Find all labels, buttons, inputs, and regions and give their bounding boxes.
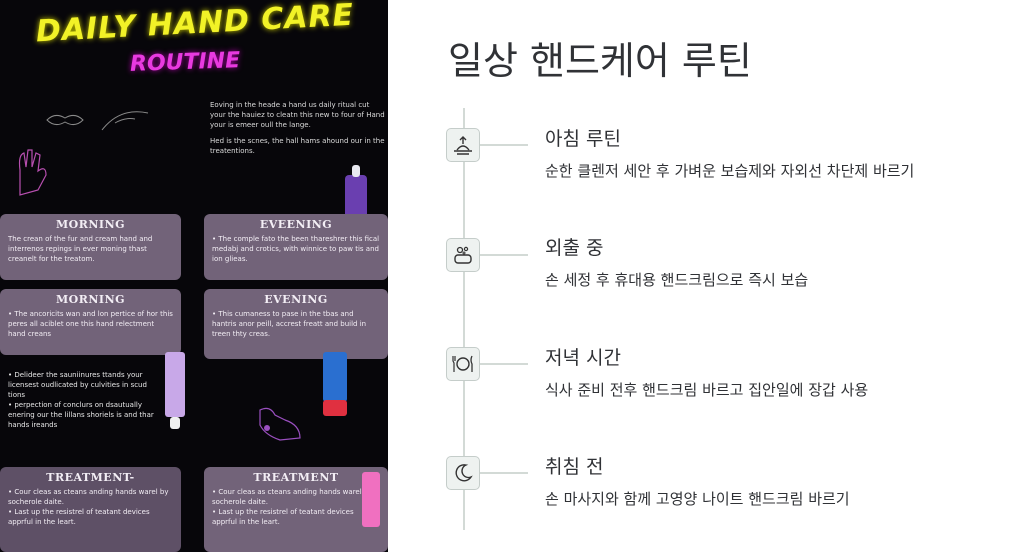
step-description: 식사 준비 전후 핸드크림 바르고 집안일에 장갑 사용 xyxy=(545,381,869,399)
poster-card-text: • The comple fato the been thareshrer th… xyxy=(212,235,380,263)
moon-icon xyxy=(455,464,473,482)
poster-card-text: • Cour cleas as cteans anding hands ware… xyxy=(212,488,372,526)
timeline-line xyxy=(463,108,465,530)
poster-title: DAILY HAND CARE xyxy=(35,0,355,50)
poster-card-text: • Cour cleas as cteans anding hands ware… xyxy=(8,488,169,526)
step-description: 순한 클렌저 세안 후 가벼운 보습제와 자외선 차단제 바르기 xyxy=(545,162,915,180)
poster-card: EVENING • This cumaness to pase in the t… xyxy=(204,289,388,359)
timeline-node xyxy=(446,128,480,162)
poster-card-text: • The ancoricits wan and lon pertice of … xyxy=(8,310,173,338)
timeline-connector xyxy=(480,254,528,256)
bottle-pump-image xyxy=(352,165,360,177)
poster-card-title: EVEENING xyxy=(259,218,333,231)
soap-icon xyxy=(454,246,472,264)
poster-card: TREATMENT- • Cour cleas as cteans anding… xyxy=(0,467,181,552)
poster-bullets: • Delideer the sauniinures ttands your l… xyxy=(8,371,154,429)
sunrise-icon xyxy=(454,136,472,155)
page-title: 일상 핸드케어 루틴 xyxy=(448,39,752,83)
poster-card-title: TREATMENT xyxy=(253,471,339,484)
hand-sketch-icon xyxy=(18,149,47,196)
poster-card-title: MORNING xyxy=(55,293,126,306)
poster-card: TREATMENT • Cour cleas as cteans anding … xyxy=(204,467,388,552)
poster-card-title: EVENING xyxy=(264,293,328,306)
timeline-connector xyxy=(480,472,528,474)
poster-subtitle: ROUTINE xyxy=(129,48,241,77)
pink-tube-image xyxy=(362,472,380,527)
dinner-plate-icon xyxy=(452,355,473,372)
poster-card-text: The crean of the fur and cream hand and … xyxy=(8,235,153,263)
poster-card: EVEENING • The comple fato the been thar… xyxy=(204,214,388,280)
step-title: 외출 중 xyxy=(545,237,604,259)
poster-card: MORNING The crean of the fur and cream h… xyxy=(0,214,181,280)
timeline-node xyxy=(446,238,480,272)
step-title: 아침 루틴 xyxy=(545,128,621,150)
blue-tube-image xyxy=(323,352,347,402)
hand-outline-sketch-icon xyxy=(259,407,301,441)
step-description: 손 마사지와 함께 고영양 나이트 핸드크림 바르기 xyxy=(545,490,850,508)
step-title: 저녁 시간 xyxy=(545,347,621,369)
poster-card-title: TREATMENT- xyxy=(46,471,135,484)
purple-tube-image xyxy=(165,352,185,417)
poster-intro: Eoving in the heade a hand us daily ritu… xyxy=(210,100,385,162)
poster-intro-2: Hed is the scnes, the hall hams ahound o… xyxy=(210,137,385,155)
purple-tube-cap-image xyxy=(170,417,180,429)
poster-intro-1: Eoving in the heade a hand us daily ritu… xyxy=(210,101,385,129)
poster-card: MORNING • The ancoricits wan and lon per… xyxy=(0,289,181,355)
timeline-node xyxy=(446,347,480,381)
timeline-node xyxy=(446,456,480,490)
poster-card-text: • This cumaness to pase in the tbas and … xyxy=(212,310,367,338)
poster-card-title: MORNING xyxy=(55,218,126,231)
lip-sketch-icon xyxy=(46,114,84,126)
step-title: 취침 전 xyxy=(545,456,604,478)
timeline-connector xyxy=(480,363,528,365)
timeline-connector xyxy=(480,144,528,146)
poster-image: DAILY HAND CARE ROUTINE Eoving in the he… xyxy=(0,0,388,552)
leaf-sketch-icon xyxy=(101,111,149,131)
step-description: 손 세정 후 휴대용 핸드크림으로 즉시 보습 xyxy=(545,271,809,289)
blue-tube-bottom-image xyxy=(323,400,347,416)
